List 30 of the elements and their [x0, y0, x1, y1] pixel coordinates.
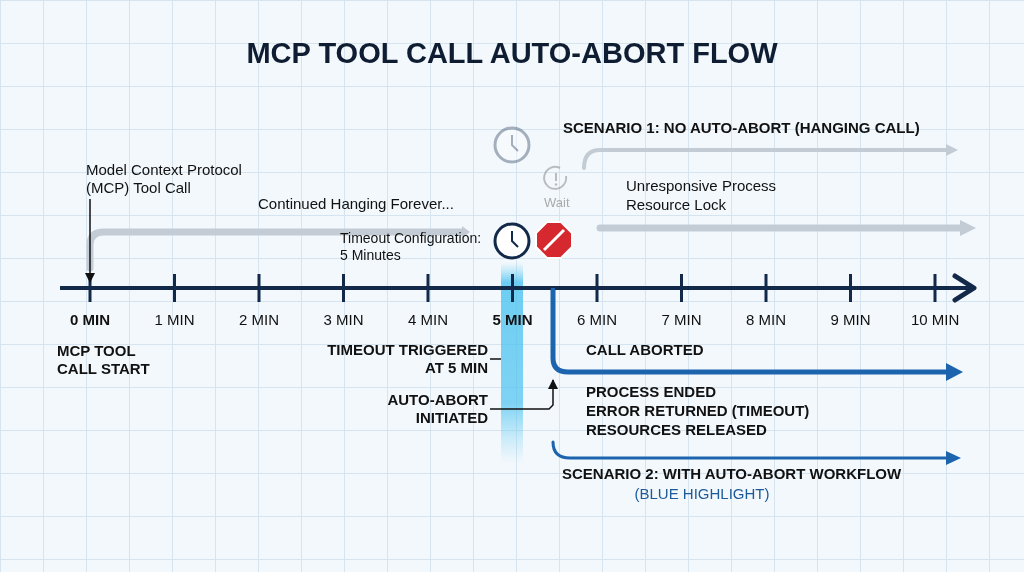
annotation-text: Model Context Protocol (MCP) Tool Call — [86, 161, 256, 197]
note-text: Timeout Configuration: 5 Minutes — [340, 230, 483, 264]
status-text: RESOURCES RELEASED — [586, 421, 767, 439]
diagram-title: MCP TOOL CALL AUTO-ABORT FLOW — [245, 36, 779, 71]
note-text: Continued Hanging Forever... — [258, 195, 454, 213]
tick-label: 10 MIN — [911, 311, 960, 329]
scenario-heading: SCENARIO 2: WITH AUTO-ABORT WORKFLOW — [562, 465, 902, 483]
leader-line — [84, 198, 96, 284]
tick-label: 9 MIN — [830, 311, 871, 329]
tick-label: 2 MIN — [239, 311, 279, 329]
status-text: CALL ABORTED — [586, 341, 704, 359]
status-text: ERROR RETURNED (TIMEOUT) — [586, 402, 810, 420]
status-text: Wait — [544, 195, 570, 211]
tick-label: 8 MIN — [746, 311, 786, 329]
note-text: Resource Lock — [626, 196, 727, 214]
tick-label: 4 MIN — [408, 311, 448, 329]
note-text: (BLUE HIGHLIGHT) — [634, 485, 770, 503]
leader-line — [489, 378, 559, 410]
status-text: PROCESS ENDED — [586, 383, 717, 401]
tick-label: 6 MIN — [577, 311, 617, 329]
event-text: AUTO-ABORT INITIATED — [368, 391, 488, 427]
tick-label: 7 MIN — [661, 311, 702, 329]
tick-label: 1 MIN — [154, 311, 195, 329]
note-text: Unresponsive Process — [626, 177, 777, 195]
leader-line — [489, 358, 502, 360]
event-text: TIMEOUT TRIGGERED AT 5 MIN — [318, 341, 488, 377]
tick-label: 0 MIN — [70, 311, 110, 329]
event-text: MCP TOOL CALL START — [57, 342, 151, 378]
tick-label: 3 MIN — [323, 311, 364, 329]
scenario-heading: SCENARIO 1: NO AUTO-ABORT (HANGING CALL) — [563, 119, 920, 137]
